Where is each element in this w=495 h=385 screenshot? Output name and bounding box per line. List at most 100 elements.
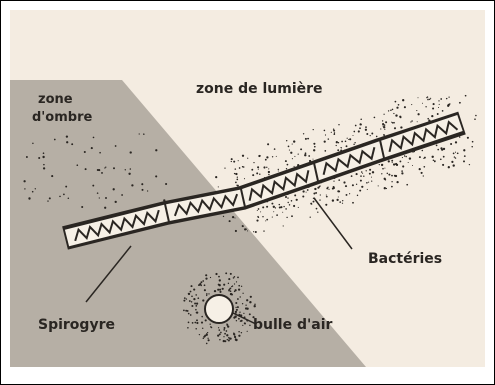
bacterium-dot xyxy=(438,100,439,101)
bacterium-dot xyxy=(433,160,435,162)
bacterium-dot xyxy=(265,220,266,221)
bacterium-dot xyxy=(336,145,337,146)
bacterium-dot xyxy=(334,132,335,133)
bacterium-dot xyxy=(391,186,393,188)
bacterium-dot xyxy=(361,171,363,173)
bacterium-dot xyxy=(276,156,277,157)
bubble-bacterium-dot xyxy=(231,286,232,287)
bacterium-dot xyxy=(367,189,368,190)
bacterium-dot xyxy=(416,110,417,111)
shadow-zone-label-line2: d'ombre xyxy=(32,110,92,125)
bacterium-dot xyxy=(320,194,321,195)
bubble-bacterium-dot xyxy=(209,323,210,324)
bacterium-dot xyxy=(265,159,267,161)
bacterium-dot xyxy=(314,146,316,148)
shadow-speck xyxy=(113,188,115,190)
bubble-bacterium-dot xyxy=(208,339,210,341)
bacterium-dot xyxy=(342,203,343,204)
bubble-bacterium-dot xyxy=(222,288,224,290)
bacterium-dot xyxy=(256,220,258,222)
bacterium-dot xyxy=(381,173,382,174)
shadow-speck xyxy=(104,207,106,209)
bacterium-dot xyxy=(325,134,326,135)
bacterium-dot xyxy=(400,126,402,128)
light-zone-label: zone de lumière xyxy=(196,81,323,97)
bacterium-dot xyxy=(338,142,339,143)
bacterium-dot xyxy=(333,187,335,189)
shadow-speck xyxy=(76,164,78,166)
bacterium-dot xyxy=(419,156,421,158)
bacterium-dot xyxy=(287,197,288,198)
bacterium-dot xyxy=(395,114,397,116)
bacterium-dot xyxy=(393,163,395,165)
shadow-speck xyxy=(92,185,94,187)
bacterium-dot xyxy=(235,168,236,169)
shadow-speck xyxy=(65,186,67,188)
bacterium-dot xyxy=(260,211,261,212)
shadow-speck xyxy=(49,197,51,199)
bacterium-dot xyxy=(285,208,287,210)
bacterium-dot xyxy=(302,190,304,192)
shadow-speck xyxy=(99,197,100,198)
bacterium-dot xyxy=(294,166,295,167)
bubble-bacterium-dot xyxy=(219,284,221,286)
shadow-speck xyxy=(130,168,132,170)
bubble-bacterium-dot xyxy=(194,322,196,324)
bacterium-dot xyxy=(356,173,358,175)
bubble-bacterium-dot xyxy=(236,309,238,311)
bubble-bacterium-dot xyxy=(226,334,228,336)
bacterium-dot xyxy=(471,146,472,147)
shadow-speck xyxy=(115,201,117,203)
shadow-speck xyxy=(121,194,123,196)
bacterium-dot xyxy=(391,175,393,177)
bubble-bacterium-dot xyxy=(196,319,198,321)
bacterium-dot xyxy=(360,180,362,182)
shadow-speck xyxy=(141,183,143,185)
bacterium-dot xyxy=(307,138,309,140)
bubble-bacterium-dot xyxy=(242,303,243,304)
shadow-speck xyxy=(26,156,28,158)
bacterium-dot xyxy=(432,107,434,109)
bacterium-dot xyxy=(253,231,254,232)
bubble-bacterium-dot xyxy=(242,293,243,294)
bacterium-dot xyxy=(292,144,293,145)
shadow-speck xyxy=(131,184,133,186)
bacterium-dot xyxy=(298,153,299,154)
shadow-speck xyxy=(59,196,61,198)
bacterium-dot xyxy=(352,184,354,186)
bacterium-dot xyxy=(313,149,315,151)
bacterium-dot xyxy=(422,150,424,152)
bacterium-dot xyxy=(312,159,313,160)
bacterium-dot xyxy=(306,192,307,193)
bacterium-dot xyxy=(326,196,328,198)
bubble-bacterium-dot xyxy=(217,289,219,291)
bacterium-dot xyxy=(268,171,270,173)
bubble-bacterium-dot xyxy=(204,284,206,286)
bacterium-dot xyxy=(300,148,302,150)
bacterium-dot xyxy=(384,129,385,130)
bacterium-dot xyxy=(333,181,334,182)
bacterium-dot xyxy=(304,154,306,156)
bacterium-dot xyxy=(308,155,310,157)
shadow-speck xyxy=(42,156,44,158)
bacterium-dot xyxy=(411,104,412,105)
bacterium-dot xyxy=(293,205,295,207)
bubble-bacterium-dot xyxy=(195,309,197,311)
bacterium-dot xyxy=(398,104,400,106)
bacterium-dot xyxy=(259,173,260,174)
bacterium-dot xyxy=(244,178,245,179)
bacterium-dot xyxy=(361,186,363,188)
bacterium-dot xyxy=(257,210,258,211)
bubble-bacterium-dot xyxy=(225,272,227,274)
bacterium-dot xyxy=(271,203,273,205)
bacterium-dot xyxy=(383,134,384,135)
bacterium-dot xyxy=(278,169,279,170)
bacterium-dot xyxy=(293,140,295,142)
spirogyra-label: Spirogyre xyxy=(38,317,115,333)
bubble-bacterium-dot xyxy=(229,288,231,290)
bacterium-dot xyxy=(283,206,284,207)
shadow-speck xyxy=(142,189,144,191)
bacterium-dot xyxy=(370,135,371,136)
bubble-bacterium-dot xyxy=(188,313,190,315)
bacterium-dot xyxy=(448,104,450,106)
